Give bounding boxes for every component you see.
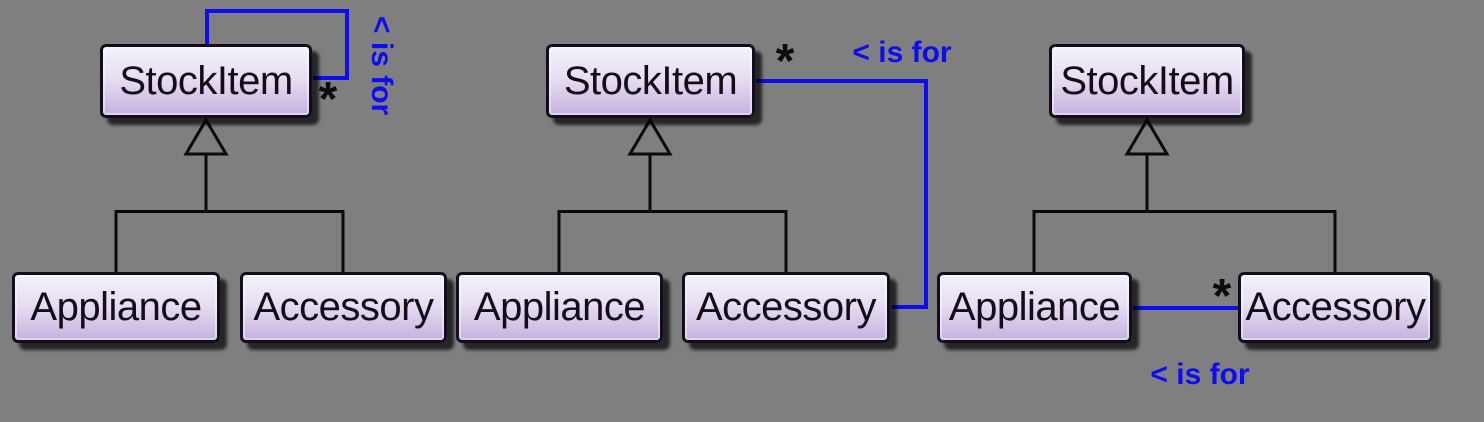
class-box-appliance: Appliance: [456, 272, 663, 343]
generalization-triangle-icon: [1124, 117, 1170, 156]
multiplicity-label: *: [318, 73, 338, 126]
class-box-accessory: Accessory: [240, 272, 447, 343]
generalization-connector: [557, 152, 788, 273]
generalization-triangle-icon: [627, 117, 673, 156]
class-label: StockItem: [563, 58, 738, 103]
class-label: Accessory: [696, 285, 877, 329]
generalization-connector: [114, 152, 345, 273]
class-label: StockItem: [119, 58, 293, 103]
class-label: Appliance: [473, 285, 646, 329]
generalization-triangle-icon: [183, 117, 229, 156]
generalization-connector: [1032, 152, 1337, 273]
multiplicity-label: *: [775, 35, 795, 88]
class-label: StockItem: [1060, 58, 1234, 103]
class-box-appliance: Appliance: [12, 272, 220, 343]
class-label: Appliance: [948, 285, 1121, 329]
class-box-stockitem: StockItem: [100, 44, 312, 118]
class-label: Accessory: [1245, 285, 1427, 329]
class-label: Appliance: [30, 285, 202, 329]
association-line-self-loop: [205, 9, 349, 80]
class-box-stockitem: StockItem: [546, 44, 755, 118]
multiplicity-label: *: [1212, 270, 1232, 323]
class-box-accessory: Accessory: [1238, 272, 1433, 343]
class-box-stockitem: StockItem: [1049, 44, 1245, 118]
class-box-appliance: Appliance: [937, 272, 1132, 343]
association-name-label: < is for: [365, 16, 398, 116]
class-box-accessory: Accessory: [682, 272, 890, 343]
association-line-superclass-to-accessory: [756, 79, 928, 309]
association-name-label: < is for: [1150, 358, 1250, 391]
association-name-label: < is for: [852, 36, 952, 69]
class-label: Accessory: [253, 285, 435, 329]
